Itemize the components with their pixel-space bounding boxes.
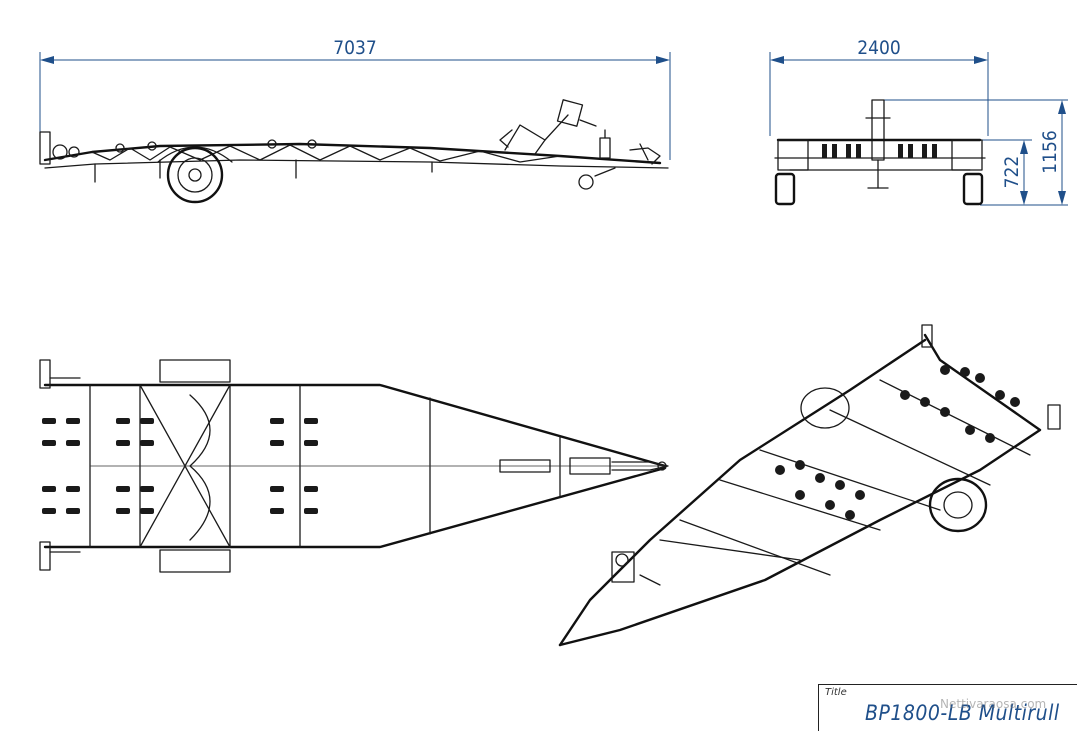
title-block-value: BP1800-LB Multirull <box>865 701 1060 725</box>
title-block: Title BP1800-LB Multirull <box>818 684 1077 731</box>
side-winch-post <box>499 99 611 159</box>
rear-view-rollers <box>822 144 937 158</box>
perspective-view <box>558 324 1061 647</box>
watermark: Nettivaraosa.com <box>940 697 1047 711</box>
rear-view: 2400 722 1156 <box>769 37 1068 206</box>
length-dimension: 7037 <box>39 37 671 160</box>
length-dimension-label: 7037 <box>333 37 377 59</box>
title-block-label: Title <box>825 687 847 698</box>
top-view-rollers <box>42 418 318 514</box>
width-dimension-label: 2400 <box>857 37 901 59</box>
top-view <box>39 359 669 573</box>
width-dimension: 2400 <box>769 37 989 136</box>
height-dimensions: 722 1156 <box>880 99 1068 206</box>
side-wheel <box>157 146 233 204</box>
height-total-label: 1156 <box>1039 130 1061 174</box>
height-low-label: 722 <box>1001 156 1023 189</box>
perspective-rollers <box>775 365 1020 520</box>
side-view: 7037 <box>39 37 671 204</box>
